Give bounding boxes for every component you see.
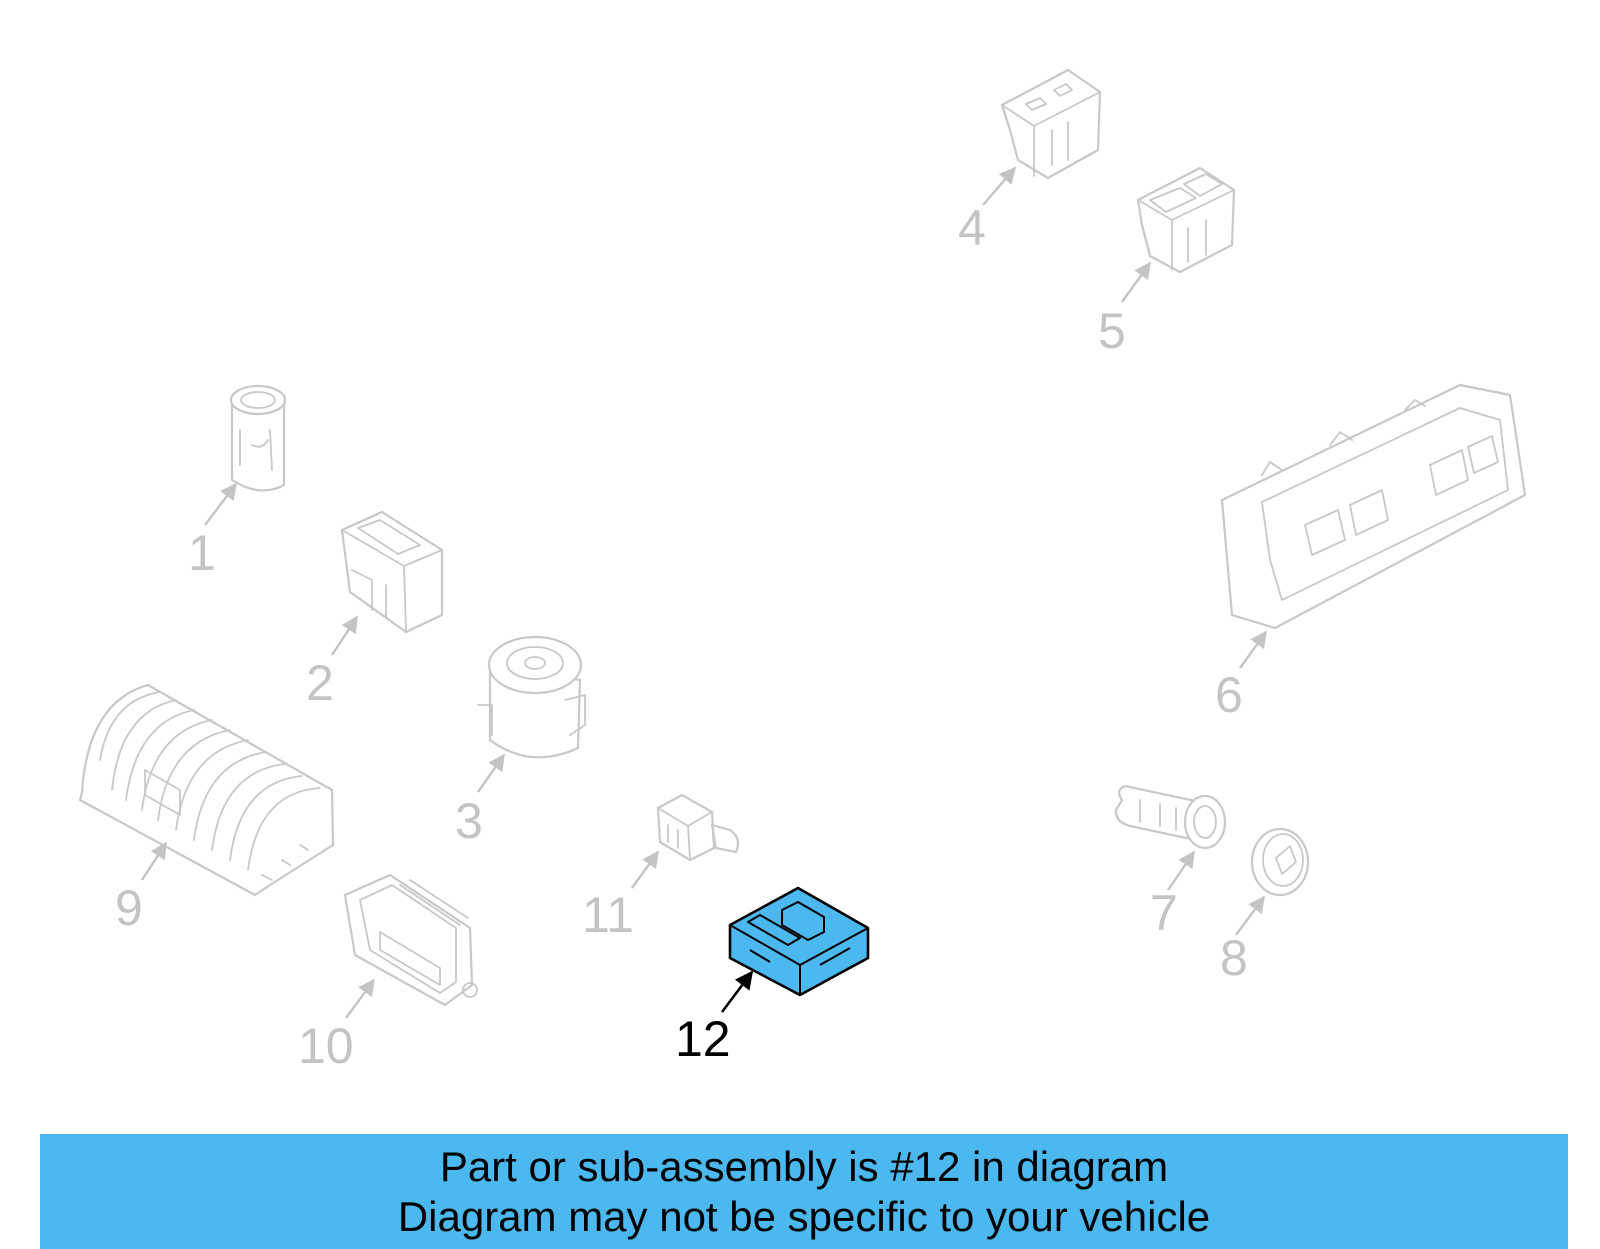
callout-label-1: 1 <box>188 525 216 581</box>
part-7-drawing <box>1114 784 1227 850</box>
part-12-drawing <box>728 886 870 997</box>
callout-arrow-6 <box>1239 630 1267 669</box>
callout-arrow-3 <box>477 753 505 793</box>
part-6-drawing <box>1220 383 1527 630</box>
callout-label-9: 9 <box>115 880 143 936</box>
callout-label-11: 11 <box>582 887 634 943</box>
callout-label-8: 8 <box>1220 930 1248 986</box>
callout-arrow-9 <box>140 841 168 881</box>
banner-line-1: Part or sub-assembly is #12 in diagram <box>439 1143 1169 1190</box>
part-4-drawing <box>1000 68 1102 180</box>
info-banner: Part or sub-assembly is #12 in diagram D… <box>40 1134 1568 1249</box>
callout-label-7: 7 <box>1150 885 1178 941</box>
callout-label-6: 6 <box>1215 667 1243 723</box>
part-10-drawing <box>343 873 478 1007</box>
parts-diagram: 1 2 3 4 5 <box>78 68 1527 1074</box>
part-8-drawing <box>1250 827 1310 897</box>
callout-arrow-8 <box>1235 895 1265 936</box>
part-1-drawing <box>229 384 287 492</box>
callout-label-10: 10 <box>298 1018 354 1074</box>
callout-arrow-4 <box>982 166 1017 206</box>
callout-arrow-2 <box>330 615 359 656</box>
banner-line-2: Diagram may not be specific to your vehi… <box>397 1193 1211 1240</box>
callout-label-3: 3 <box>455 793 483 849</box>
part-11-drawing <box>656 793 740 862</box>
part-2-drawing <box>340 510 444 634</box>
part-3-drawing <box>477 635 586 759</box>
part-5-drawing <box>1136 166 1236 274</box>
callout-label-5: 5 <box>1098 303 1126 359</box>
callout-arrow-5 <box>1121 261 1151 303</box>
callout-arrow-11 <box>631 850 659 889</box>
callout-arrow-10 <box>345 978 375 1019</box>
callout-label-12: 12 <box>675 1011 731 1067</box>
callout-arrow-1 <box>204 482 238 526</box>
callout-label-4: 4 <box>958 200 986 256</box>
callout-arrow-12 <box>720 970 754 1013</box>
part-9-drawing <box>78 683 335 897</box>
callout-arrow-7 <box>1167 850 1195 891</box>
callout-label-2: 2 <box>306 655 334 711</box>
